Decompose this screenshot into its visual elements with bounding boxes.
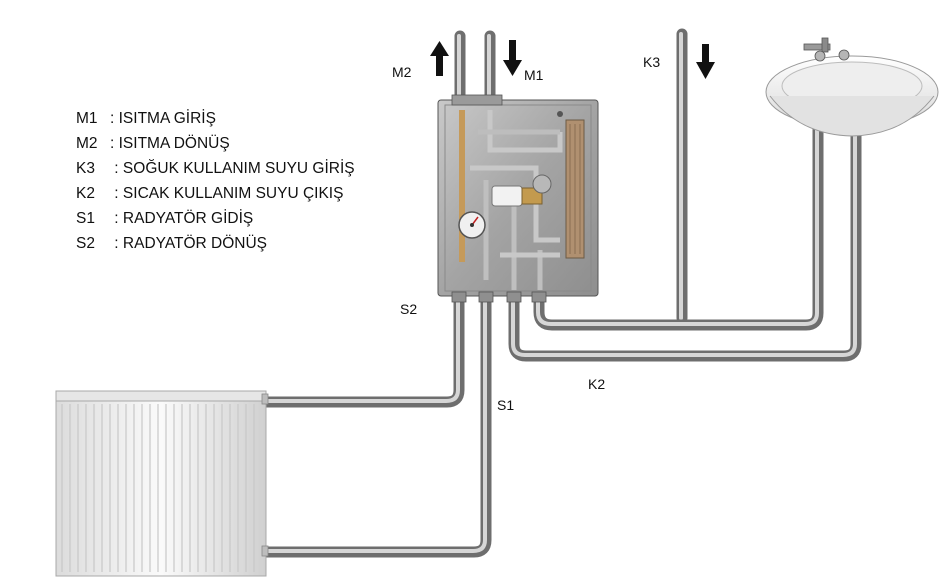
faucet-icon [803,37,850,62]
sink [765,37,939,137]
legend-item-k2: K2 : SICAK KULLANIM SUYU ÇIKIŞ [76,181,355,206]
radiator [55,390,269,577]
pipe-s1 [260,292,492,558]
radiator-fins [61,404,255,572]
legend: M1 : ISITMA GİRİŞ M2 : ISITMA DÖNÜŞ K3 : S… [76,106,355,256]
label-m2: M2 [392,64,412,80]
heating-unit [437,94,599,303]
legend-text: : SOĞUK KULLANIM SUYU GİRİŞ [110,160,355,177]
legend-code: K3 [76,160,95,177]
pipe-k2 [508,126,862,362]
label-s2: S2 [400,301,418,317]
legend-text: : ISITMA GİRİŞ [110,110,216,127]
arrow-m2-up-icon [430,41,449,76]
legend-text: : ISITMA DÖNÜŞ [110,135,230,152]
pipes [260,28,862,558]
arrow-k3-down-icon [696,44,715,79]
legend-text: : RADYATÖR DÖNÜŞ [110,235,268,252]
pipe-cold-to-unit [533,120,824,331]
pipe-k3 [676,28,688,324]
legend-item-m2: M2 : ISITMA DÖNÜŞ [76,131,355,156]
legend-text: : SICAK KULLANIM SUYU ÇIKIŞ [110,185,344,202]
legend-code: S2 [76,235,95,252]
pipe-s2 [260,292,465,408]
label-m1: M1 [524,67,544,83]
legend-item-s2: S2 : RADYATÖR DÖNÜŞ [76,231,355,256]
legend-code: M2 [76,135,98,152]
pipe-m1 [484,30,496,108]
label-s1: S1 [497,397,515,413]
label-k2: K2 [588,376,606,392]
legend-code: K2 [76,185,95,202]
legend-text: : RADYATÖR GİDİŞ [110,210,254,227]
legend-code: M1 [76,110,98,127]
legend-item-m1: M1 : ISITMA GİRİŞ [76,106,355,131]
label-k3: K3 [643,54,661,70]
legend-item-s1: S1 : RADYATÖR GİDİŞ [76,206,355,231]
pipe-m2 [454,30,466,108]
arrow-m1-down-icon [503,40,522,76]
legend-item-k3: K3 : SOĞUK KULLANIM SUYU GİRİŞ [76,156,355,181]
legend-code: S1 [76,210,95,227]
